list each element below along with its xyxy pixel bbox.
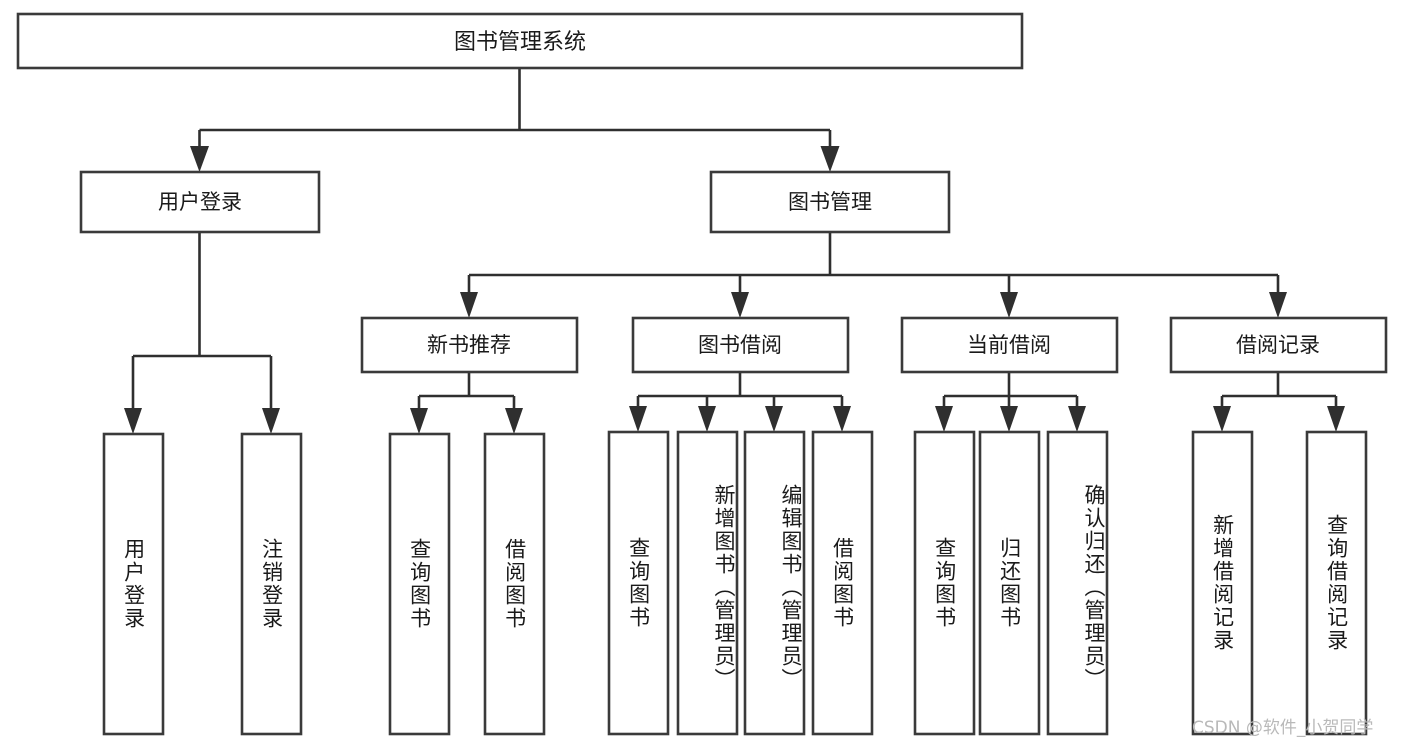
arrow-head-borrow-record (1269, 292, 1287, 318)
connector-group-book-borrow (629, 372, 851, 432)
node-new-book-rec-box[interactable] (360, 316, 579, 374)
arrow-head-leaf-add-record (1213, 406, 1231, 432)
node-leaf-query-book-3-box[interactable] (913, 430, 976, 736)
node-leaf-user-login-box[interactable] (102, 432, 165, 736)
node-new-book-rec-label: 新书推荐 (427, 333, 511, 357)
node-leaf-borrow-book-2-box[interactable] (811, 430, 874, 736)
connector-group-book-manage (460, 232, 1287, 318)
arrow-head-user-login (190, 146, 209, 172)
arrow-head-book-borrow (731, 292, 749, 318)
node-leaf-confirm-return-box[interactable] (1046, 430, 1109, 736)
node-leaf-query-book-2-box[interactable] (607, 430, 670, 736)
csdn-watermark: CSDN @软件_小贺同学 (1192, 718, 1374, 738)
node-root[interactable]: 图书管理系统 (16, 12, 1024, 70)
arrow-head-leaf-query-record (1327, 406, 1345, 432)
node-book-manage[interactable]: 图书管理 (709, 170, 951, 234)
arrow-head-book-manage (820, 146, 840, 172)
arrow-head-leaf-logout (262, 408, 280, 434)
arrow-head-leaf-return-book (1000, 406, 1018, 432)
connector-group-current-borrow (935, 372, 1086, 432)
node-new-book-rec[interactable]: 新书推荐 (360, 316, 579, 374)
node-book-manage-box[interactable] (709, 170, 951, 234)
node-borrow-record-label: 借阅记录 (1236, 333, 1320, 357)
node-book-manage-label: 图书管理 (788, 190, 872, 214)
node-leaf-edit-book-box[interactable] (743, 430, 806, 736)
node-leaf-query-book-1-box[interactable] (388, 432, 451, 736)
arrow-head-new-book-rec (460, 292, 478, 318)
arrow-head-leaf-user-login (124, 408, 142, 434)
node-book-borrow[interactable]: 图书借阅 (631, 316, 850, 374)
node-leaf-logout-box[interactable] (240, 432, 303, 736)
connector-group-user-login (124, 232, 280, 434)
node-current-borrow-label: 当前借阅 (967, 333, 1051, 357)
arrow-head-leaf-edit-book (765, 406, 783, 432)
node-borrow-record[interactable]: 借阅记录 (1169, 316, 1388, 374)
arrow-head-leaf-borrow-book-1 (505, 408, 523, 434)
arrow-head-leaf-query-book-3 (935, 406, 953, 432)
node-leaf-return-book-box[interactable] (978, 430, 1041, 736)
arrow-head-leaf-query-book-2 (629, 406, 647, 432)
arrow-head-leaf-borrow-book-2 (833, 406, 851, 432)
node-book-borrow-box[interactable] (631, 316, 850, 374)
node-user-login-box[interactable] (79, 170, 321, 234)
node-user-login[interactable]: 用户登录 (79, 170, 321, 234)
node-leaf-add-book-box[interactable] (676, 430, 739, 736)
node-current-borrow[interactable]: 当前借阅 (900, 316, 1119, 374)
node-root-label: 图书管理系统 (454, 30, 586, 55)
connector-group-new-book-rec (410, 372, 523, 434)
arrow-head-leaf-confirm-return (1068, 406, 1086, 432)
node-root-box[interactable] (16, 12, 1024, 70)
node-current-borrow-box[interactable] (900, 316, 1119, 374)
leaf-boxes (102, 430, 1368, 736)
arrow-head-leaf-add-book (698, 406, 716, 432)
node-leaf-borrow-book-1-box[interactable] (483, 432, 546, 736)
node-leaf-query-record-box[interactable] (1305, 430, 1368, 736)
node-leaf-add-record-box[interactable] (1191, 430, 1254, 736)
node-user-login-label: 用户登录 (158, 190, 242, 214)
arrow-head-leaf-query-book-1 (410, 408, 428, 434)
connector-group-root (190, 68, 840, 172)
arrow-head-current-borrow (1000, 292, 1018, 318)
connector-group-borrow-record (1213, 372, 1345, 432)
node-borrow-record-box[interactable] (1169, 316, 1388, 374)
node-book-borrow-label: 图书借阅 (698, 333, 782, 357)
